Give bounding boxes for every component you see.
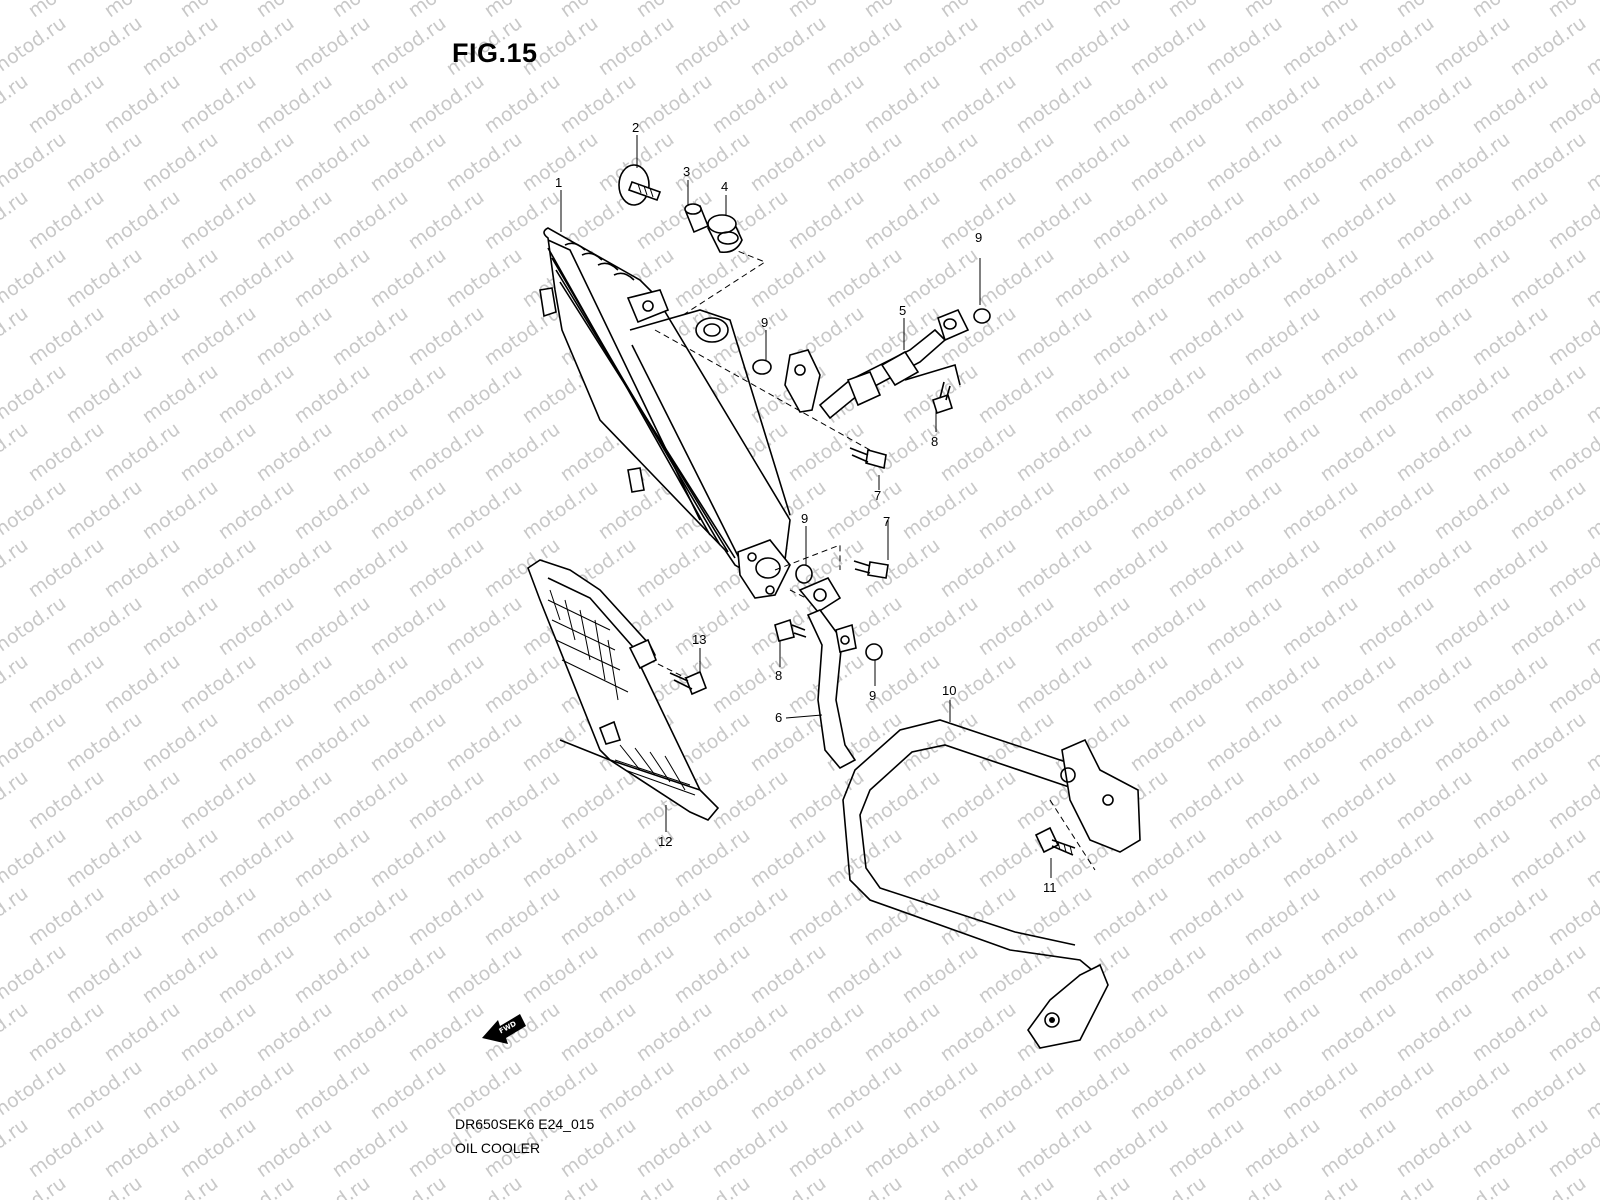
callout-8-upper: 8 xyxy=(931,434,938,449)
callout-6: 6 xyxy=(775,710,782,725)
document-name: OIL COOLER xyxy=(455,1140,541,1156)
o-rings-9 xyxy=(752,308,991,661)
callout-2: 2 xyxy=(632,120,639,135)
callout-numbers: 1 2 3 4 5 6 7 7 8 8 9 9 9 9 10 11 12 13 xyxy=(555,120,1057,895)
oil-pipe-lower-6 xyxy=(798,576,857,770)
screw-13 xyxy=(669,670,708,696)
washer-bolt-2 xyxy=(618,164,662,206)
figure-title: FIG.15 xyxy=(452,38,538,68)
callout-3: 3 xyxy=(683,164,690,179)
guard-frame-10 xyxy=(842,719,1141,1049)
callout-5: 5 xyxy=(899,303,906,318)
cooler-guard-12 xyxy=(527,559,720,821)
callout-7-lower: 7 xyxy=(883,514,890,529)
collar-3 xyxy=(684,203,710,234)
callout-9-b: 9 xyxy=(975,230,982,245)
grommet-4 xyxy=(707,214,743,254)
assembly-lines xyxy=(639,249,1096,871)
callout-7-upper: 7 xyxy=(874,488,881,503)
callout-10: 10 xyxy=(942,683,956,698)
callout-1: 1 xyxy=(555,175,562,190)
oil-hose-upper-5 xyxy=(784,308,970,420)
callout-11: 11 xyxy=(1043,880,1057,895)
callout-9-a: 9 xyxy=(761,315,768,330)
callout-8-lower: 8 xyxy=(775,668,782,683)
bolts-7-8 xyxy=(774,381,953,642)
callout-9-c: 9 xyxy=(801,511,808,526)
bolt-11 xyxy=(1034,826,1076,856)
callout-12: 12 xyxy=(658,834,672,849)
callout-9-d: 9 xyxy=(869,688,876,703)
oil-cooler-core xyxy=(539,227,791,599)
document-code: DR650SEK6 E24_015 xyxy=(455,1116,595,1132)
callout-13: 13 xyxy=(692,632,706,647)
fwd-direction-arrow: FWD xyxy=(482,1014,526,1044)
leader-lines xyxy=(560,135,1052,878)
callout-4: 4 xyxy=(721,179,728,194)
